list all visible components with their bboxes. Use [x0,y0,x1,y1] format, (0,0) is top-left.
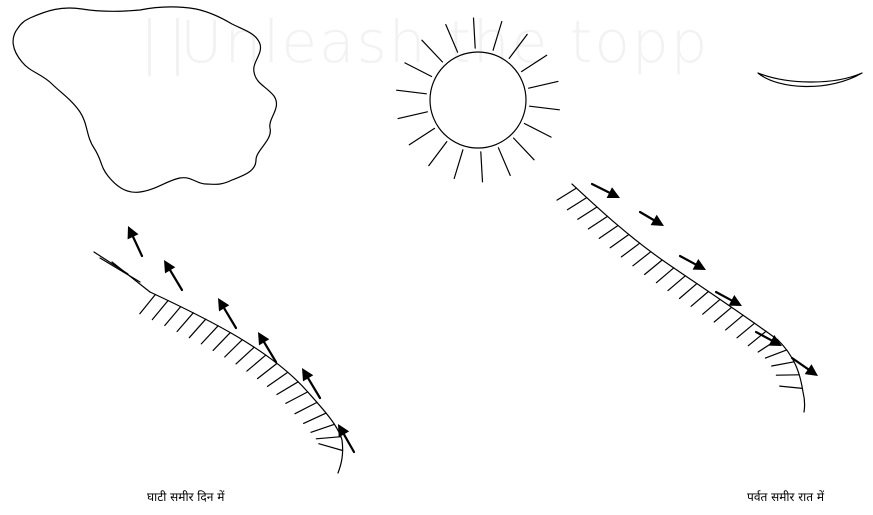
hatch-mark [258,363,278,378]
hatch-mark [152,301,168,320]
crescent-moon [758,73,862,87]
sun-ray [454,150,463,179]
wind-arrow [680,256,706,270]
hatch-mark [225,340,243,357]
hatch-mark [247,355,266,371]
arrow-shaft [716,292,731,300]
sun-ray [398,112,427,119]
hatch-mark [578,207,597,219]
arrow-shaft [592,184,609,193]
hatch-mark [737,323,755,338]
sun-ray [481,152,483,182]
mountain-slope [572,184,805,412]
hatch-mark [772,362,794,366]
arrow-shaft [170,270,182,290]
valley-slope [150,292,343,473]
hatch-mark [304,413,327,423]
hatch-mark [567,198,586,210]
arrow-shaft [344,434,354,452]
hatch-mark [295,402,317,413]
hatch-mark [165,307,181,326]
hatch-mark [94,252,128,274]
hatch-mark [286,392,308,404]
hatch-mark [557,188,576,200]
sun-ray [474,18,476,48]
hatch-mark [277,382,298,395]
hatch-mark [599,226,618,239]
arrow-shaft [640,212,654,220]
hatch-mark [316,437,341,439]
hatch-mark [633,252,651,266]
hatch-mark [656,268,673,283]
mountain-slope-hatching [557,188,802,388]
sun-ray [522,55,547,71]
sun-ray [397,90,427,94]
hatch-mark [268,372,288,386]
hatch-mark [319,444,343,451]
wind-arrow [128,226,142,256]
sun-ray [529,81,558,88]
wind-arrow [338,424,354,452]
sun-ray [524,124,551,138]
arrow-head [805,364,818,376]
hatch-mark [726,315,744,330]
sun-ray [498,148,510,176]
hatch-mark [100,258,140,282]
hatch-mark [621,243,639,257]
sun-ray [493,22,502,51]
hatch-mark [189,319,205,338]
hatch-mark [668,276,685,291]
hatch-mark [140,295,156,314]
hatch-mark [703,299,720,314]
sun-ray [446,25,458,53]
sun-ray [514,138,535,160]
hatch-mark [311,424,334,432]
sun-ray [509,34,527,58]
hatch-mark [610,235,629,248]
wind-arrow [164,260,182,290]
hatch-mark [213,333,230,351]
hatch-mark [680,284,697,299]
sun-ray [405,63,432,77]
sun-ray [422,40,443,62]
cloud [13,7,276,192]
sun-rays [397,18,560,182]
hatch-mark [177,313,193,332]
wind-arrow [258,332,276,362]
hatch-mark [588,216,607,229]
mountain-breeze-caption: पर्वत समीर रात में [747,488,824,505]
hatch-mark [201,326,218,344]
sun-ray [530,106,560,110]
sun-ray [429,142,447,166]
wind-arrow [218,298,236,328]
arrow-shaft [680,256,695,264]
sun-ray [409,128,434,144]
wind-arrow [640,212,664,226]
valley-slope-hatching [94,252,343,451]
wind-arrow [592,184,620,198]
hatch-mark [780,386,803,388]
hatch-mark [645,260,663,275]
hatch-mark [765,350,786,358]
hatch-mark [691,292,708,307]
hatch-mark [714,307,731,322]
hatch-mark [236,347,254,364]
arrow-shaft [133,237,142,256]
arrow-shaft [224,308,236,328]
valley-breeze-caption: घाटी समीर दिन में [147,488,224,505]
arrow-shaft [264,342,276,362]
sun-disc [430,52,526,148]
